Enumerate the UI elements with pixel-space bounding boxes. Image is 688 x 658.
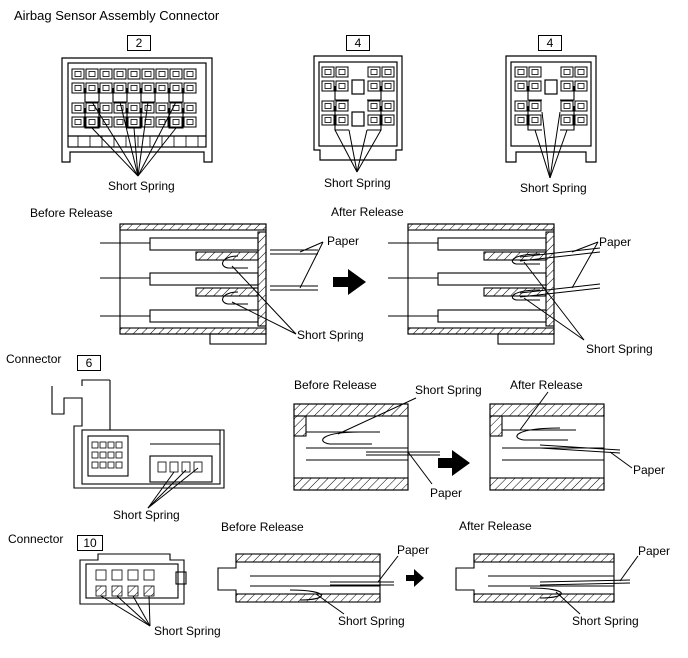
short-spring-label-8: Short Spring: [338, 614, 405, 628]
side-section-after: [388, 223, 555, 345]
connector-label-10: Connector: [8, 532, 64, 546]
connector-number-4-a: 4: [346, 35, 370, 51]
connector-4b-springs: [527, 86, 575, 131]
short-spring-label-4: Short Spring: [297, 328, 364, 342]
connector-label-6: Connector: [6, 352, 62, 366]
release-arrow-2: [438, 450, 470, 476]
connector-10-leaders: [100, 595, 151, 627]
before-release-label-2: Before Release: [294, 378, 377, 392]
section-6-after: [489, 403, 621, 491]
section-6-before-leaders: [337, 397, 433, 485]
connector-number-2: 2: [127, 35, 151, 51]
short-spring-label-7: Short Spring: [113, 508, 180, 522]
connector-number-10: 10: [77, 535, 103, 551]
paper-label-1: Paper: [327, 234, 360, 248]
paper-strips-after: [519, 241, 601, 341]
connector-number-4-b: 4: [538, 35, 562, 51]
after-release-label-2: After Release: [510, 378, 583, 392]
connector-4a-leaders: [334, 129, 382, 173]
paper-label-4: Paper: [430, 486, 463, 500]
after-release-label-1: After Release: [331, 205, 404, 219]
after-release-label-3: After Release: [459, 519, 532, 533]
section-6-after-leaders: [519, 391, 633, 469]
short-spring-label-1: Short Spring: [108, 179, 175, 193]
section-10-before-leaders: [315, 555, 399, 615]
paper-label-2: Paper: [599, 235, 632, 249]
connector-number-6: 6: [77, 355, 101, 371]
short-spring-label-10: Short Spring: [154, 624, 221, 638]
paper-strips-before: [231, 241, 324, 335]
short-spring-label-6: Short Spring: [415, 383, 482, 397]
paper-label-3: Paper: [633, 463, 666, 477]
section-10-after: [455, 553, 631, 603]
connector-6-body: [51, 379, 225, 489]
short-spring-label-2: Short Spring: [324, 176, 391, 190]
connector-6-terminals: [91, 441, 203, 473]
connector-2-leaders: [91, 101, 177, 177]
diagram-title: Airbag Sensor Assembly Connector: [14, 8, 220, 23]
short-spring-label-5: Short Spring: [586, 342, 653, 356]
before-release-label-1: Before Release: [30, 206, 113, 220]
section-6-before: [293, 403, 440, 491]
section-10-after-leaders: [555, 555, 639, 615]
connector-6-leaders: [147, 467, 199, 509]
side-section-before: [100, 223, 267, 345]
paper-label-6: Paper: [638, 544, 671, 558]
short-spring-label-3: Short Spring: [520, 181, 587, 195]
before-release-label-3: Before Release: [221, 520, 304, 534]
release-arrow-1: [333, 269, 366, 295]
paper-label-5: Paper: [397, 543, 430, 557]
connector-4b-leaders: [534, 111, 568, 179]
section-10-before: [217, 553, 394, 603]
short-spring-label-9: Short Spring: [572, 614, 639, 628]
release-arrow-3: [406, 569, 424, 587]
